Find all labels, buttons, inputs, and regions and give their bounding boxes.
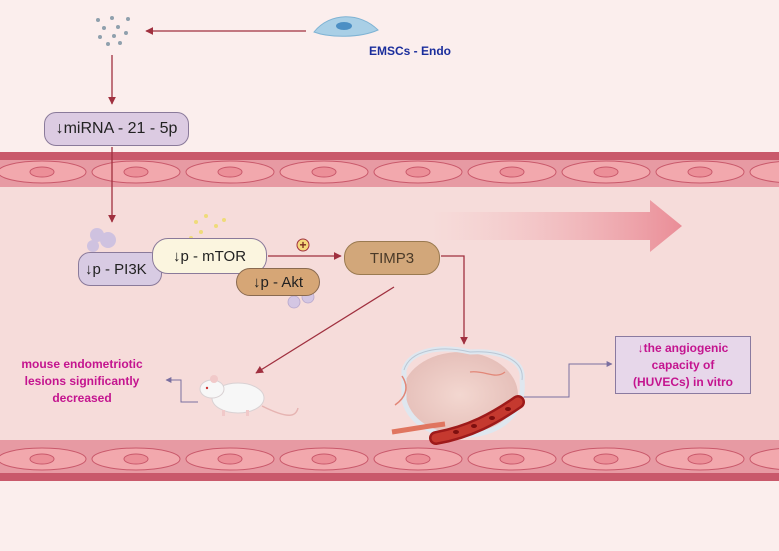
endometriotic-lesion-icon [391, 346, 525, 445]
endothelial-wall-nucleus [593, 453, 619, 465]
arrow-timp3-to-lesion [441, 255, 468, 345]
blood-vessel-wall [0, 152, 779, 481]
plus-badge-icon [296, 238, 310, 252]
endothelial-wall-nucleus [311, 166, 337, 178]
mouse-outcome-line-3: decreased [52, 391, 112, 405]
endothelial-wall-nucleus [593, 166, 619, 178]
source-cell-label: EMSCs - Endo [368, 44, 451, 58]
mouse-outcome-line-2: lesions significantly [24, 374, 140, 388]
timp3-node: TIMP3 [344, 241, 440, 275]
mouse-outcome-text: mouse endometriotic lesions significantl… [6, 356, 158, 407]
exosome-dots-icon [96, 16, 130, 46]
endothelial-wall-nucleus [687, 453, 713, 465]
huvec-outcome-line-1: ↓the angiogenic [637, 341, 729, 355]
pi3k-node: ↓p - PI3K [78, 252, 162, 286]
vessel-lumen [0, 152, 779, 480]
pi3k-bubbles-icon [87, 228, 116, 252]
plus-sign: + [299, 238, 307, 252]
arrow-timp3-to-mouse [255, 286, 395, 374]
endothelial-cell-icon [313, 16, 379, 37]
endothelial-wall-nucleus [499, 453, 525, 465]
endothelial-wall-nucleus [29, 453, 55, 465]
endothelial-wall-nucleus [311, 453, 337, 465]
mirna-node: ↓miRNA - 21 - 5p [44, 112, 189, 146]
endothelial-wall-cell [749, 161, 779, 183]
endothelial-wall-nucleus [687, 166, 713, 178]
akt-node: ↓p - Akt [236, 268, 320, 296]
huvec-outcome-line-2: capacity of [651, 358, 715, 372]
endothelial-wall-nucleus [217, 166, 243, 178]
arrow-mouse-to-text [165, 377, 198, 403]
endothelial-wall-nucleus [499, 166, 525, 178]
huvec-outcome-line-3: (HUVECs) in vitro [632, 375, 733, 389]
endothelial-wall-cell [749, 448, 779, 470]
endothelial-wall-nucleus [405, 453, 431, 465]
flow-arrow-icon [430, 200, 682, 252]
huvec-outcome-box: ↓the angiogenic capacity of (HUVECs) in … [615, 336, 751, 394]
endothelial-wall-nucleus [217, 453, 243, 465]
mouse-icon [199, 375, 299, 416]
mtor-node: ↓p - mTOR [152, 238, 267, 274]
arrow-lesion-to-huvec [523, 361, 613, 398]
endothelial-wall-nucleus [29, 166, 55, 178]
endothelial-wall-nucleus [123, 453, 149, 465]
endothelial-wall-nucleus [405, 166, 431, 178]
mouse-outcome-line-1: mouse endometriotic [21, 357, 143, 371]
endothelial-wall-nucleus [123, 166, 149, 178]
